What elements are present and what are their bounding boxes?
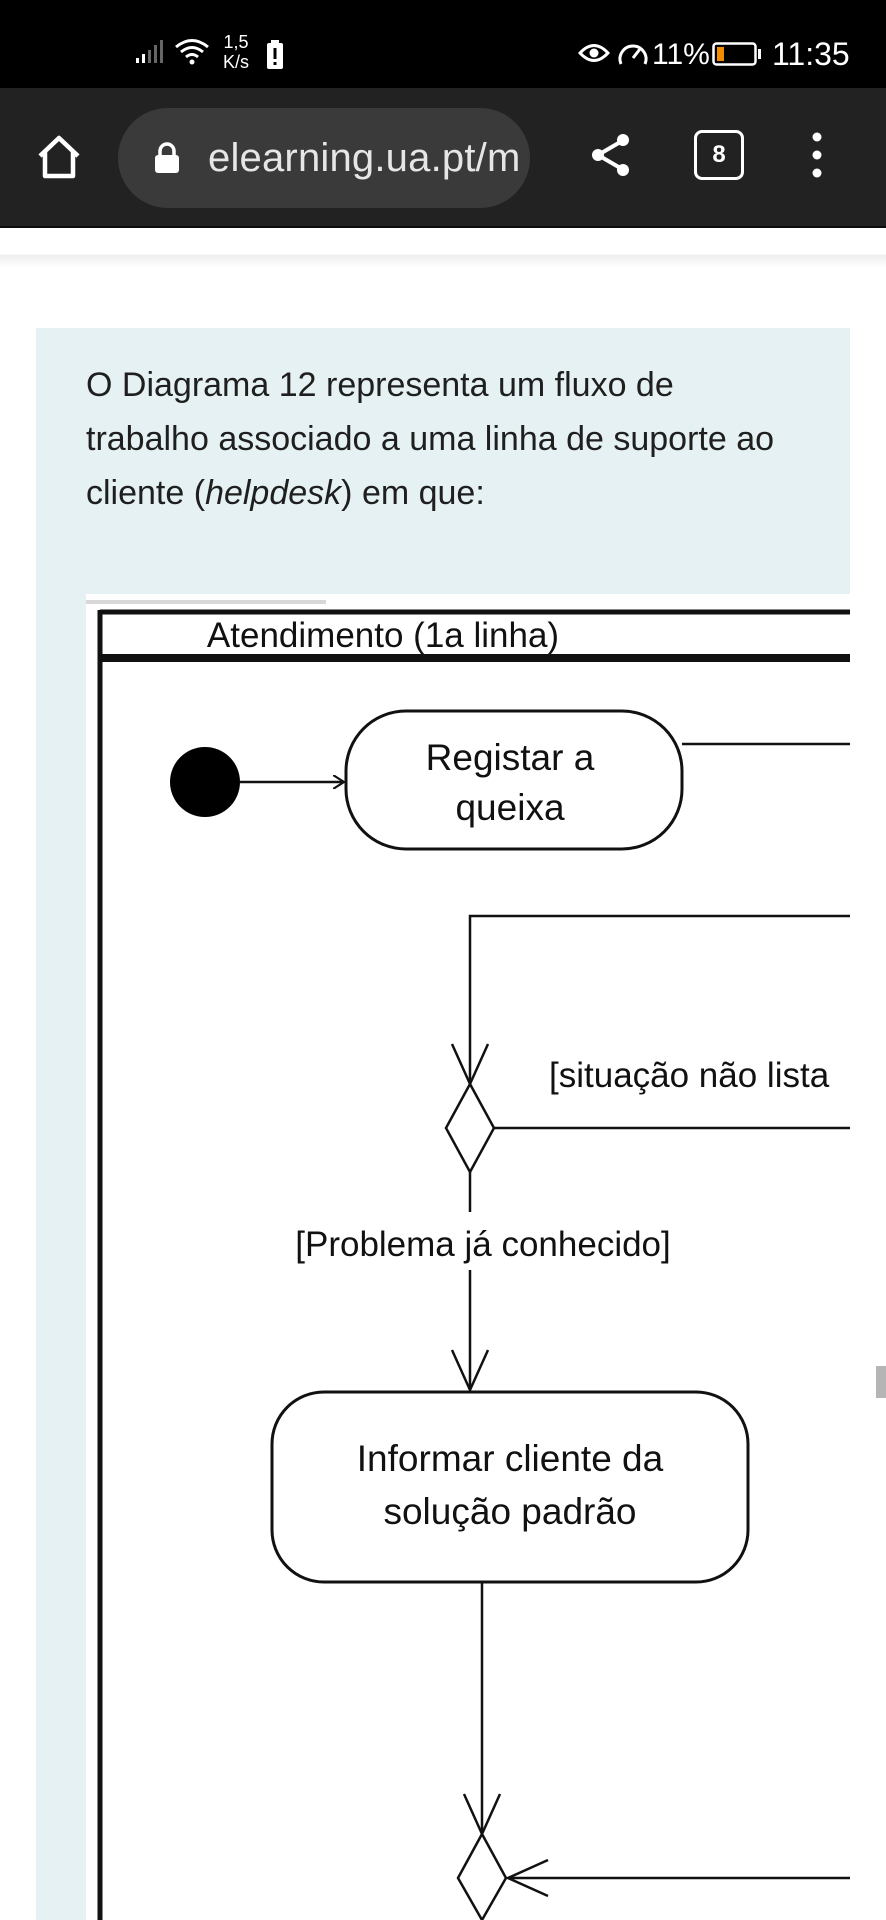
edge-loop-into-decision [468,914,850,1082]
page-scrollbar-thumb[interactable] [876,1366,886,1398]
clock: 11:35 [772,36,850,72]
network-speed: 1,5 K/s [218,32,254,72]
battery-percent: 11% [652,38,710,71]
address-bar[interactable]: elearning.ua.pt/m [118,108,530,208]
signal-icon [136,40,163,63]
initial-node [170,747,240,817]
swimlane: Atendimento (1a linha) [97,609,850,1920]
guard-known-problem: [Problema já conhecido] [295,1225,671,1264]
action-inform-client: Informar cliente da solução padrão [270,1390,750,1584]
intro-text-end: ) em que: [341,474,485,512]
action-inform-line2: solução padrão [383,1491,636,1532]
action-register-line1: Registar a [426,737,595,778]
merge-node [456,1831,508,1920]
diagram-caption-faint [86,600,326,604]
decision-node [444,1081,496,1175]
tab-count: 8 [694,130,744,180]
action-inform-line1: Informar cliente da [357,1438,664,1479]
share-icon[interactable] [586,130,636,180]
menu-dots-icon[interactable] [806,130,828,180]
wifi-icon [175,39,209,65]
guard-situation-unlisted: [situação não lista [549,1056,830,1095]
question-card: O Diagrama 12 representa um fluxo de tra… [36,328,850,1920]
status-bar: 1,5 K/s 11% 11:35 [0,0,886,88]
url-text: elearning.ua.pt/m [208,136,521,180]
network-speed-value: 1,5 [223,32,249,52]
network-speed-unit: K/s [222,52,249,72]
intro-text-italic: helpdesk [205,474,342,512]
arrowhead-merge-right [504,1858,549,1898]
tab-switcher-button[interactable]: 8 [694,130,744,180]
home-icon[interactable] [34,132,84,182]
page-top-divider [0,228,886,268]
action-register-complaint: Registar a queixa [344,709,684,851]
speedometer-icon [618,44,648,65]
eye-icon [578,44,610,62]
alert-icon [267,40,283,69]
battery-icon [712,42,761,66]
intro-text-start: O Diagrama 12 representa um fluxo de tra… [86,366,775,512]
action-register-line2: queixa [455,787,564,828]
swimlane-title: Atendimento (1a linha) [207,616,559,655]
question-text: O Diagrama 12 representa um fluxo de tra… [86,358,806,520]
arrowhead-into-inform [450,1349,490,1394]
browser-toolbar: elearning.ua.pt/m 8 [0,88,886,228]
activity-diagram: Atendimento (1a linha) Registar a queixa… [86,594,850,1920]
lock-icon [155,142,179,173]
